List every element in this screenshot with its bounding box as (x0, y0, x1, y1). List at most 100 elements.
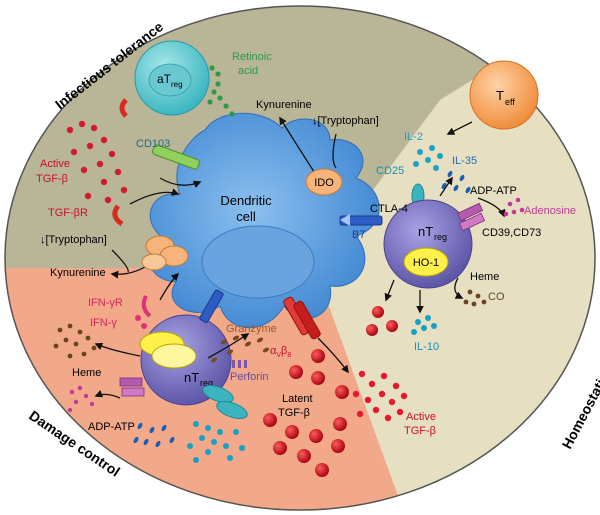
dendritic-cell: Dendritic cell (149, 112, 380, 329)
kynurenine-left-label: Kynurenine (50, 267, 106, 279)
cd25-label: CD25 (376, 165, 404, 177)
il2-label: IL-2 (404, 131, 423, 143)
left-cd25-receptor-a (202, 384, 234, 404)
active-tgfb-left-label-1: Active (40, 158, 70, 170)
avb8-group: αVβ8 (270, 296, 349, 374)
dendritic-cell-label-2: cell (236, 209, 256, 224)
tryptophan-top-arrow (332, 133, 337, 169)
outer-oval (4, 5, 596, 511)
adp-left-arrow (94, 390, 121, 399)
ifng-dots-icon (135, 315, 147, 329)
latent-tgfb-label-1: Latent (282, 393, 313, 405)
ntreg-left-label: nT (184, 370, 199, 385)
ntreg-right-cell: nT reg HO-1 (383, 199, 486, 289)
left-cd39-receptor-b (121, 387, 145, 397)
avb8-label: αVβ8 (270, 345, 291, 359)
ido-left-enzyme-c (141, 253, 167, 271)
tgfbr-receptor-icon (112, 204, 124, 227)
tryptophan-left-line (111, 249, 129, 273)
bottom-cytokines (133, 421, 245, 463)
ifng-arrow (159, 272, 180, 301)
ifngr-receptor-icon (141, 295, 152, 318)
teff-label-sub: eff (505, 97, 515, 107)
adp-atp-left-label: ADP-ATP (88, 421, 135, 433)
heme-left-arrow (94, 342, 141, 357)
latent-tgfb-group: Latent TGF-β (263, 349, 349, 477)
ho1-left-enzyme-b (151, 343, 197, 369)
tgfbr-label: TGF-βR (48, 207, 88, 219)
granzyme-perforin-group: Granzyme Perforin (207, 323, 277, 383)
avb8-receptor-b (293, 300, 321, 340)
il35-label: IL-35 (452, 155, 477, 167)
il35-arrow (439, 176, 453, 197)
il10-dots-icon (411, 315, 437, 335)
atreg-cell: aT reg (119, 40, 210, 118)
teff-cell: T eff (446, 60, 539, 135)
il2-dots-icon (413, 145, 443, 171)
ido-left-group: ↓[Tryptophan] Kynurenine (40, 234, 189, 279)
retinoic-acid-group: Retinoic acid (207, 51, 272, 117)
ho1-enzyme (403, 247, 449, 277)
kynurenine-top-label: Kynurenine (256, 99, 312, 111)
atreg-receptor-icon (119, 98, 128, 118)
ctla4-b7-group: CTLA-4 B7 (339, 203, 408, 241)
ctla4-receptor (339, 215, 383, 226)
bottom-il10-dots-icon (187, 421, 245, 463)
co-dots-icon (463, 289, 487, 307)
cd39-receptor-a (456, 202, 484, 222)
ifngr-label: IFN-γR (88, 297, 123, 309)
active-tgfb-right-label-2: TGF-β (404, 425, 436, 437)
right-treg-tgfb-arrow (384, 279, 395, 302)
heme-right-group: Heme CO (454, 271, 505, 307)
il10-group: IL-10 (366, 279, 439, 353)
tryptophan-left-label: ↓[Tryptophan] (40, 234, 107, 246)
retinoic-label-1: Retinoic (232, 51, 272, 63)
ido-label: IDO (314, 177, 334, 189)
right-treg-red-balls-icon (366, 306, 398, 336)
ntreg-left-label-sub: reg (200, 378, 213, 388)
active-tgfb-right: Active TGF-β (352, 370, 436, 437)
retinoic-dots-icon (207, 65, 235, 117)
active-tgfb-left: Active TGF-β TGF-βR (36, 120, 180, 227)
cd103-arrow (159, 177, 202, 188)
b7-label: B7 (352, 229, 365, 241)
latent-tgfb-balls-icon (263, 349, 349, 477)
heme-right-label: Heme (470, 271, 499, 283)
dendritic-cell-label-1: Dendritic (220, 193, 272, 208)
dendritic-nucleus (201, 225, 315, 299)
cd103-group: CD103 (136, 138, 202, 188)
teff-label: T (496, 88, 504, 103)
granzyme-label: Granzyme (226, 323, 277, 335)
ho1-label: HO-1 (413, 257, 439, 269)
il10-label: IL-10 (414, 341, 439, 353)
atreg-label: aT (157, 72, 172, 86)
adenosine-right-group: ADP-ATP Adenosine CD39,CD73 (470, 185, 576, 239)
ctla4-label: CTLA-4 (370, 203, 408, 215)
perforin-icon (232, 360, 247, 368)
co-label: CO (488, 291, 505, 303)
tryptophan-top-label: ↓[Tryptophan] (312, 115, 379, 127)
cd39-receptor-b (458, 212, 486, 232)
adp-atp-right-label: ADP-ATP (470, 185, 517, 197)
retinoic-label-2: acid (238, 65, 258, 77)
ido-top-group: Kynurenine ↓[Tryptophan] IDO (256, 99, 379, 196)
heme-co-arrow (454, 277, 464, 299)
atreg-label-sub: reg (171, 80, 183, 89)
teff-il2-arrow (446, 121, 473, 135)
ntreg-right-label: nT (418, 224, 433, 239)
active-tgfb-right-label-1: Active (406, 411, 436, 423)
active-tgfb-right-dots-icon (352, 370, 408, 422)
left-ctla4-receptor (199, 289, 224, 323)
adenosine-arrow (477, 197, 506, 218)
adenosine-dots-icon (503, 197, 525, 217)
tgfbr-arrow (129, 188, 180, 205)
bottom-il35-dots-icon (133, 422, 175, 448)
b7-ligand-icon (340, 214, 350, 226)
heme-left-group: Heme ADP-ATP (53, 323, 141, 433)
adenosine-label: Adenosine (524, 205, 576, 217)
perforin-label: Perforin (230, 371, 269, 383)
ido-enzyme (305, 168, 343, 196)
cd103-receptor (152, 144, 200, 170)
heme-left-label: Heme (72, 367, 101, 379)
